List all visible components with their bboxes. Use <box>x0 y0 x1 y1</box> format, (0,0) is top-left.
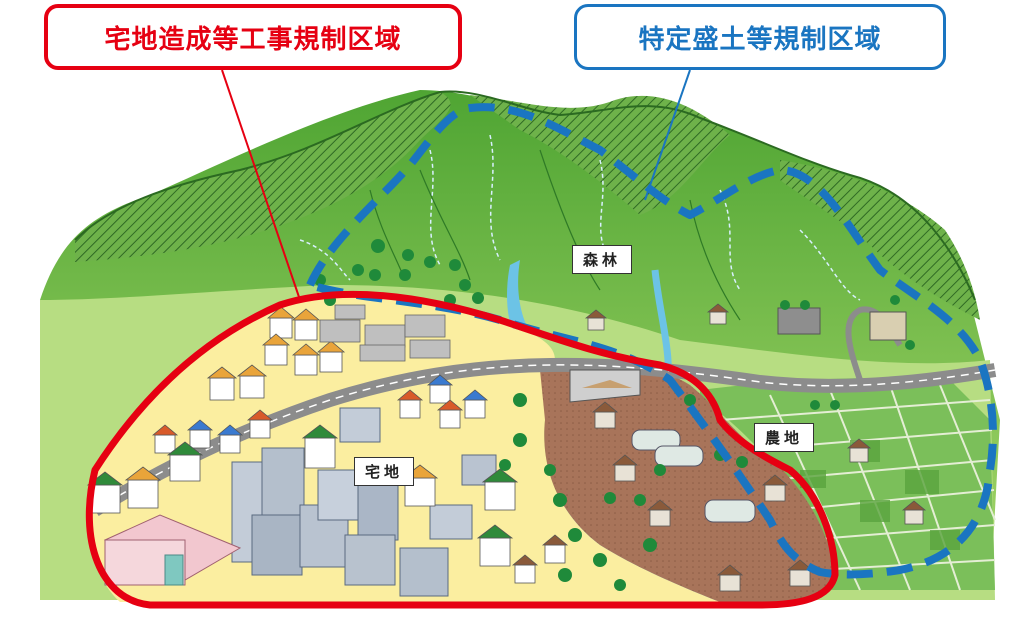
large-building <box>103 514 242 586</box>
forest-label: 森林 <box>572 245 633 274</box>
residential-development-zone-boundary <box>85 290 839 609</box>
specified-fill-regulation-area-callout: 特定盛土等規制区域 <box>574 4 946 70</box>
development-lots <box>319 304 451 362</box>
apartment-blocks <box>231 407 497 597</box>
greenhouses <box>631 429 756 523</box>
farm-houses <box>584 303 927 592</box>
ridge-outline <box>74 90 976 301</box>
residential-development-regulation-area-label: 宅地造成等工事規制区域 <box>104 24 402 55</box>
residential-development-regulation-area-callout: 宅地造成等工事規制区域 <box>44 4 462 70</box>
red-callout-leader <box>221 69 301 301</box>
farmland-label: 農地 <box>754 423 815 452</box>
blue-callout-leader <box>644 69 691 201</box>
specified-fill-regulation-area-label: 特定盛土等規制区域 <box>638 24 882 55</box>
specified-fill-zone-boundary <box>306 103 997 579</box>
residential-label: 宅地 <box>354 457 415 486</box>
mountain-facility <box>777 307 907 341</box>
ridge-hatch-left <box>75 92 451 262</box>
trees <box>314 239 915 591</box>
houses <box>86 306 569 584</box>
factory <box>569 369 641 403</box>
